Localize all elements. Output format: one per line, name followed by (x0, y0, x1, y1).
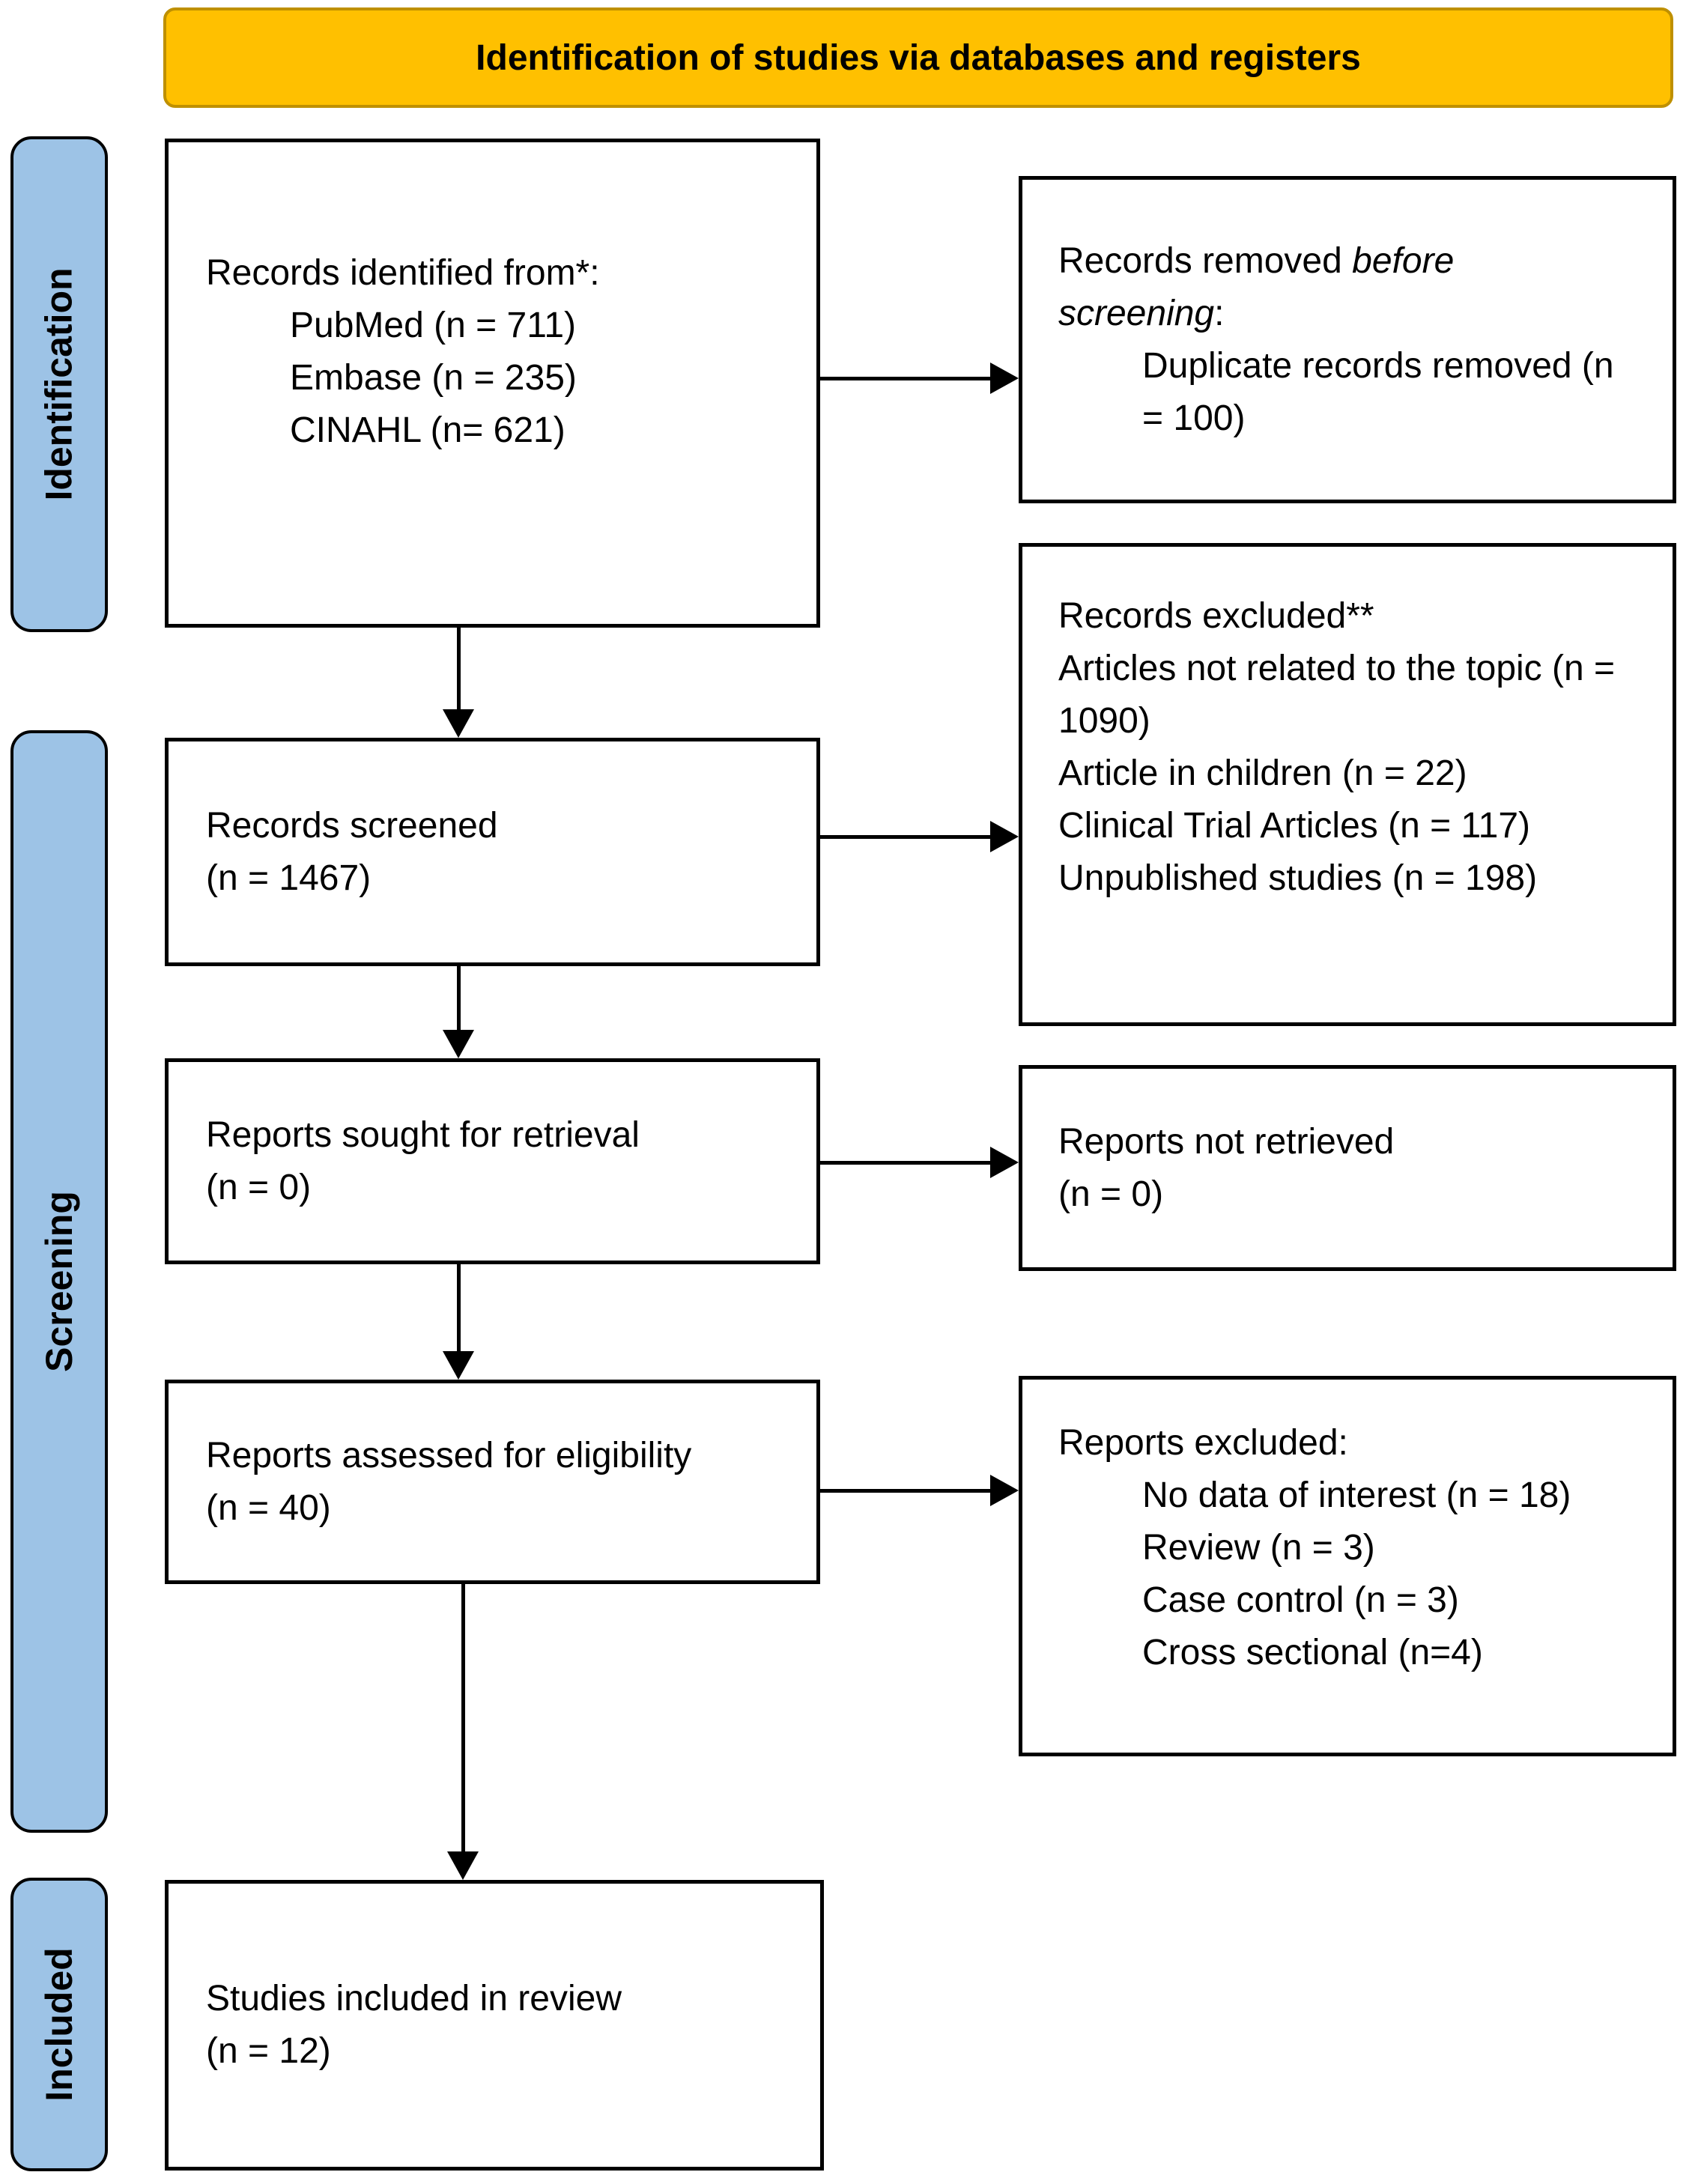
arrow-sought-to-assessed (443, 1264, 474, 1380)
arrow-assessed-to-included (447, 1584, 479, 1880)
box-records-removed: Records removed before screening: Duplic… (1019, 176, 1676, 503)
reports-not-retrieved-count: (n = 0) (1058, 1174, 1164, 1214)
stage-screening: Screening (10, 730, 108, 1833)
reports-not-retrieved-line: Reports not retrieved (1058, 1121, 1395, 1162)
reports-assessed-line: Reports assessed for eligibility (206, 1435, 692, 1475)
records-excluded-reason: Articles not related to the topic (n = 1… (1058, 649, 1616, 741)
stage-included-label: Included (38, 1947, 81, 2102)
records-excluded-reason: Clinical Trial Articles (n = 117) (1058, 806, 1530, 846)
records-identified-title: Records identified from*: (206, 253, 600, 293)
reports-excluded-title: Reports excluded: (1058, 1423, 1348, 1463)
box-records-excluded: Records excluded** Articles not related … (1019, 543, 1676, 1026)
arrow-shaft (820, 1488, 990, 1493)
reports-excluded-reason: Case control (n = 3) (1142, 1580, 1459, 1620)
box-reports-not-retrieved: Reports not retrieved (n = 0) (1019, 1065, 1676, 1271)
arrow-identified-to-screened (443, 628, 474, 738)
records-removed-reason: Duplicate records removed (n = 100) (1142, 345, 1614, 438)
arrow-shaft (456, 628, 461, 709)
banner: Identification of studies via databases … (163, 7, 1673, 108)
arrow-shaft (820, 376, 990, 380)
arrow-shaft (820, 1160, 990, 1165)
arrow-right-icon (990, 363, 1019, 394)
stage-included: Included (10, 1878, 108, 2171)
records-identified-source: Embase (n = 235) (290, 358, 577, 398)
records-excluded-reason: Unpublished studies (n = 198) (1058, 858, 1538, 898)
arrow-down-icon (447, 1851, 479, 1880)
arrow-shaft (461, 1584, 465, 1851)
reports-assessed-count: (n = 40) (206, 1487, 331, 1528)
studies-included-line: Studies included in review (206, 1979, 622, 2018)
banner-title: Identification of studies via databases … (476, 37, 1361, 78)
reports-excluded-reason: No data of interest (n = 18) (1142, 1475, 1571, 1515)
arrow-identified-to-removed (820, 362, 1019, 395)
records-excluded-title: Records excluded** (1058, 596, 1374, 636)
stage-identification: Identification (10, 136, 108, 632)
records-excluded-reason: Article in children (n = 22) (1058, 753, 1467, 793)
records-removed-title-italic: before screening (1058, 240, 1455, 333)
box-records-screened: Records screened (n = 1467) (165, 738, 820, 966)
stage-screening-label: Screening (38, 1191, 80, 1372)
arrow-shaft (820, 834, 990, 839)
box-records-identified: Records identified from*: PubMed (n = 71… (165, 139, 820, 628)
arrow-screened-to-sought (443, 966, 474, 1058)
records-screened-count: (n = 1467) (206, 858, 372, 898)
arrow-right-icon (990, 821, 1019, 852)
reports-excluded-reason: Cross sectional (n=4) (1142, 1633, 1483, 1672)
box-reports-sought: Reports sought for retrieval (n = 0) (165, 1058, 820, 1264)
reports-sought-count: (n = 0) (206, 1167, 312, 1207)
records-identified-source: PubMed (n = 711) (290, 306, 577, 345)
records-removed-title: Records removed before screening: (1058, 235, 1463, 340)
arrow-shaft (456, 966, 461, 1030)
box-reports-excluded: Reports excluded: No data of interest (n… (1019, 1376, 1676, 1756)
records-removed-title-suffix: : (1214, 293, 1225, 333)
arrow-sought-to-not-retrieved (820, 1146, 1019, 1179)
stage-identification-label: Identification (38, 267, 81, 501)
box-studies-included: Studies included in review (n = 12) (165, 1880, 824, 2171)
arrow-down-icon (443, 1030, 474, 1058)
arrow-down-icon (443, 1351, 474, 1380)
reports-sought-line: Reports sought for retrieval (206, 1114, 640, 1155)
records-removed-title-prefix: Records removed (1058, 240, 1353, 281)
arrow-down-icon (443, 709, 474, 738)
box-reports-assessed: Reports assessed for eligibility (n = 40… (165, 1380, 820, 1584)
arrow-shaft (456, 1264, 461, 1351)
reports-excluded-reason: Review (n = 3) (1142, 1528, 1375, 1568)
arrow-right-icon (990, 1475, 1019, 1506)
records-screened-line: Records screened (206, 805, 498, 846)
studies-included-count: (n = 12) (206, 2031, 331, 2071)
arrow-screened-to-excluded (820, 820, 1019, 853)
arrow-assessed-to-reports-excluded (820, 1474, 1019, 1507)
records-identified-source: CINAHL (n= 621) (290, 410, 566, 450)
arrow-right-icon (990, 1147, 1019, 1178)
